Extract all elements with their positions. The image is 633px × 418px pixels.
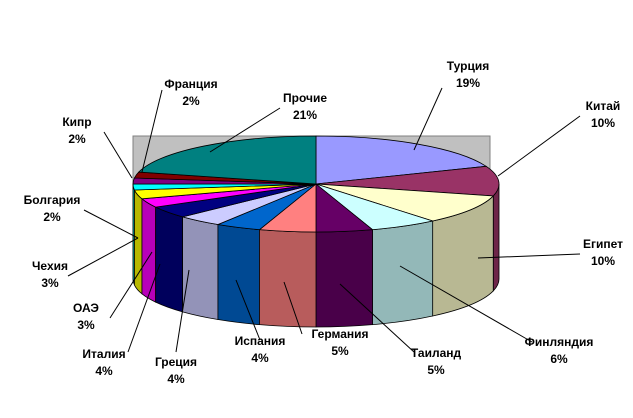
slice-percent: 10%	[590, 116, 616, 130]
leader-line-чехия	[67, 237, 139, 277]
slice-турция	[315, 135, 488, 185]
leader-line-турция	[413, 87, 443, 151]
slice-side-германия	[259, 229, 317, 328]
leader-line-италия	[127, 263, 161, 353]
data-label-турция: Турция 19%	[447, 58, 489, 92]
leader-line-болгария	[83, 209, 139, 239]
leader-line-египет	[477, 253, 581, 259]
leader-line-кипр	[103, 131, 133, 179]
slice-percent: 10%	[590, 254, 616, 268]
slice-percent: 3%	[77, 318, 95, 332]
slice-name: Таиланд	[410, 346, 462, 360]
slice-percent: 21%	[292, 108, 318, 122]
data-label-финляндия: Финляндия 6%	[525, 334, 594, 368]
slice-percent: 4%	[251, 351, 269, 365]
slice-прочие	[137, 135, 317, 185]
slice-side-греция	[182, 216, 219, 321]
data-label-германия: Германия 5%	[311, 326, 368, 360]
slice-percent: 6%	[550, 352, 568, 366]
data-label-кипр: Кипр 2%	[62, 114, 91, 148]
slice-китай	[315, 165, 500, 197]
slice-side-италия	[155, 206, 183, 313]
slice-name: Греция	[154, 355, 198, 369]
leader-line-прочие	[209, 107, 281, 153]
slice-name: Китай	[585, 99, 621, 113]
leader-line-таиланд	[339, 283, 415, 353]
slice-percent: 19%	[455, 76, 481, 90]
slice-percent: 4%	[167, 372, 185, 386]
data-label-болгария: Болгария 2%	[24, 192, 81, 226]
leader-line-китай	[497, 115, 581, 177]
data-label-греция: Греция 4%	[155, 354, 197, 388]
leader-line-германия	[283, 281, 303, 335]
data-label-таиланд: Таиланд 5%	[411, 345, 461, 379]
slice-name: Финляндия	[524, 335, 594, 349]
slice-египет	[315, 183, 495, 222]
slice-name: Германия	[311, 327, 369, 341]
slice-name: Франция	[164, 77, 218, 91]
data-label-чехия: Чехия 3%	[32, 258, 68, 292]
slice-name: Италия	[82, 347, 126, 361]
slice-name: Египет	[582, 237, 624, 251]
data-label-испания: Испания 4%	[235, 333, 286, 367]
slice-side-испания	[217, 224, 260, 326]
slice-side-китай	[492, 183, 500, 292]
slice-percent: 3%	[41, 276, 59, 290]
slice-percent: 4%	[95, 364, 113, 378]
slice-name: Турция	[446, 59, 490, 73]
slice-percent: 2%	[182, 94, 200, 108]
leader-line-испания	[235, 279, 261, 341]
data-label-прочие: Прочие 21%	[283, 90, 327, 124]
slice-name: Чехия	[32, 259, 68, 273]
slice-name: Испания	[234, 334, 286, 348]
slice-name: Болгария	[23, 193, 81, 207]
slice-side-финляндия	[372, 220, 434, 326]
slice-percent: 2%	[68, 132, 86, 146]
data-label-франция: Франция 2%	[164, 76, 217, 110]
leader-line-греция	[175, 269, 190, 353]
data-label-италия: Италия 4%	[82, 346, 125, 380]
slice-side-оаэ	[141, 197, 157, 303]
slice-percent: 5%	[331, 344, 349, 358]
leader-line-оаэ	[109, 251, 153, 319]
leader-line-франция	[141, 89, 163, 173]
leader-line-финляндия	[399, 265, 533, 343]
data-label-оаэ: ОАЭ 3%	[73, 300, 99, 334]
slice-percent: 5%	[427, 363, 445, 377]
slice-side-таиланд	[315, 229, 373, 328]
data-label-китай: Китай 10%	[586, 98, 621, 132]
slice-percent: 2%	[43, 210, 61, 224]
data-label-египет: Египет 10%	[583, 236, 623, 270]
slice-name: ОАЭ	[73, 301, 99, 315]
slice-name: Прочие	[282, 91, 328, 105]
slice-name: Кипр	[62, 115, 92, 129]
